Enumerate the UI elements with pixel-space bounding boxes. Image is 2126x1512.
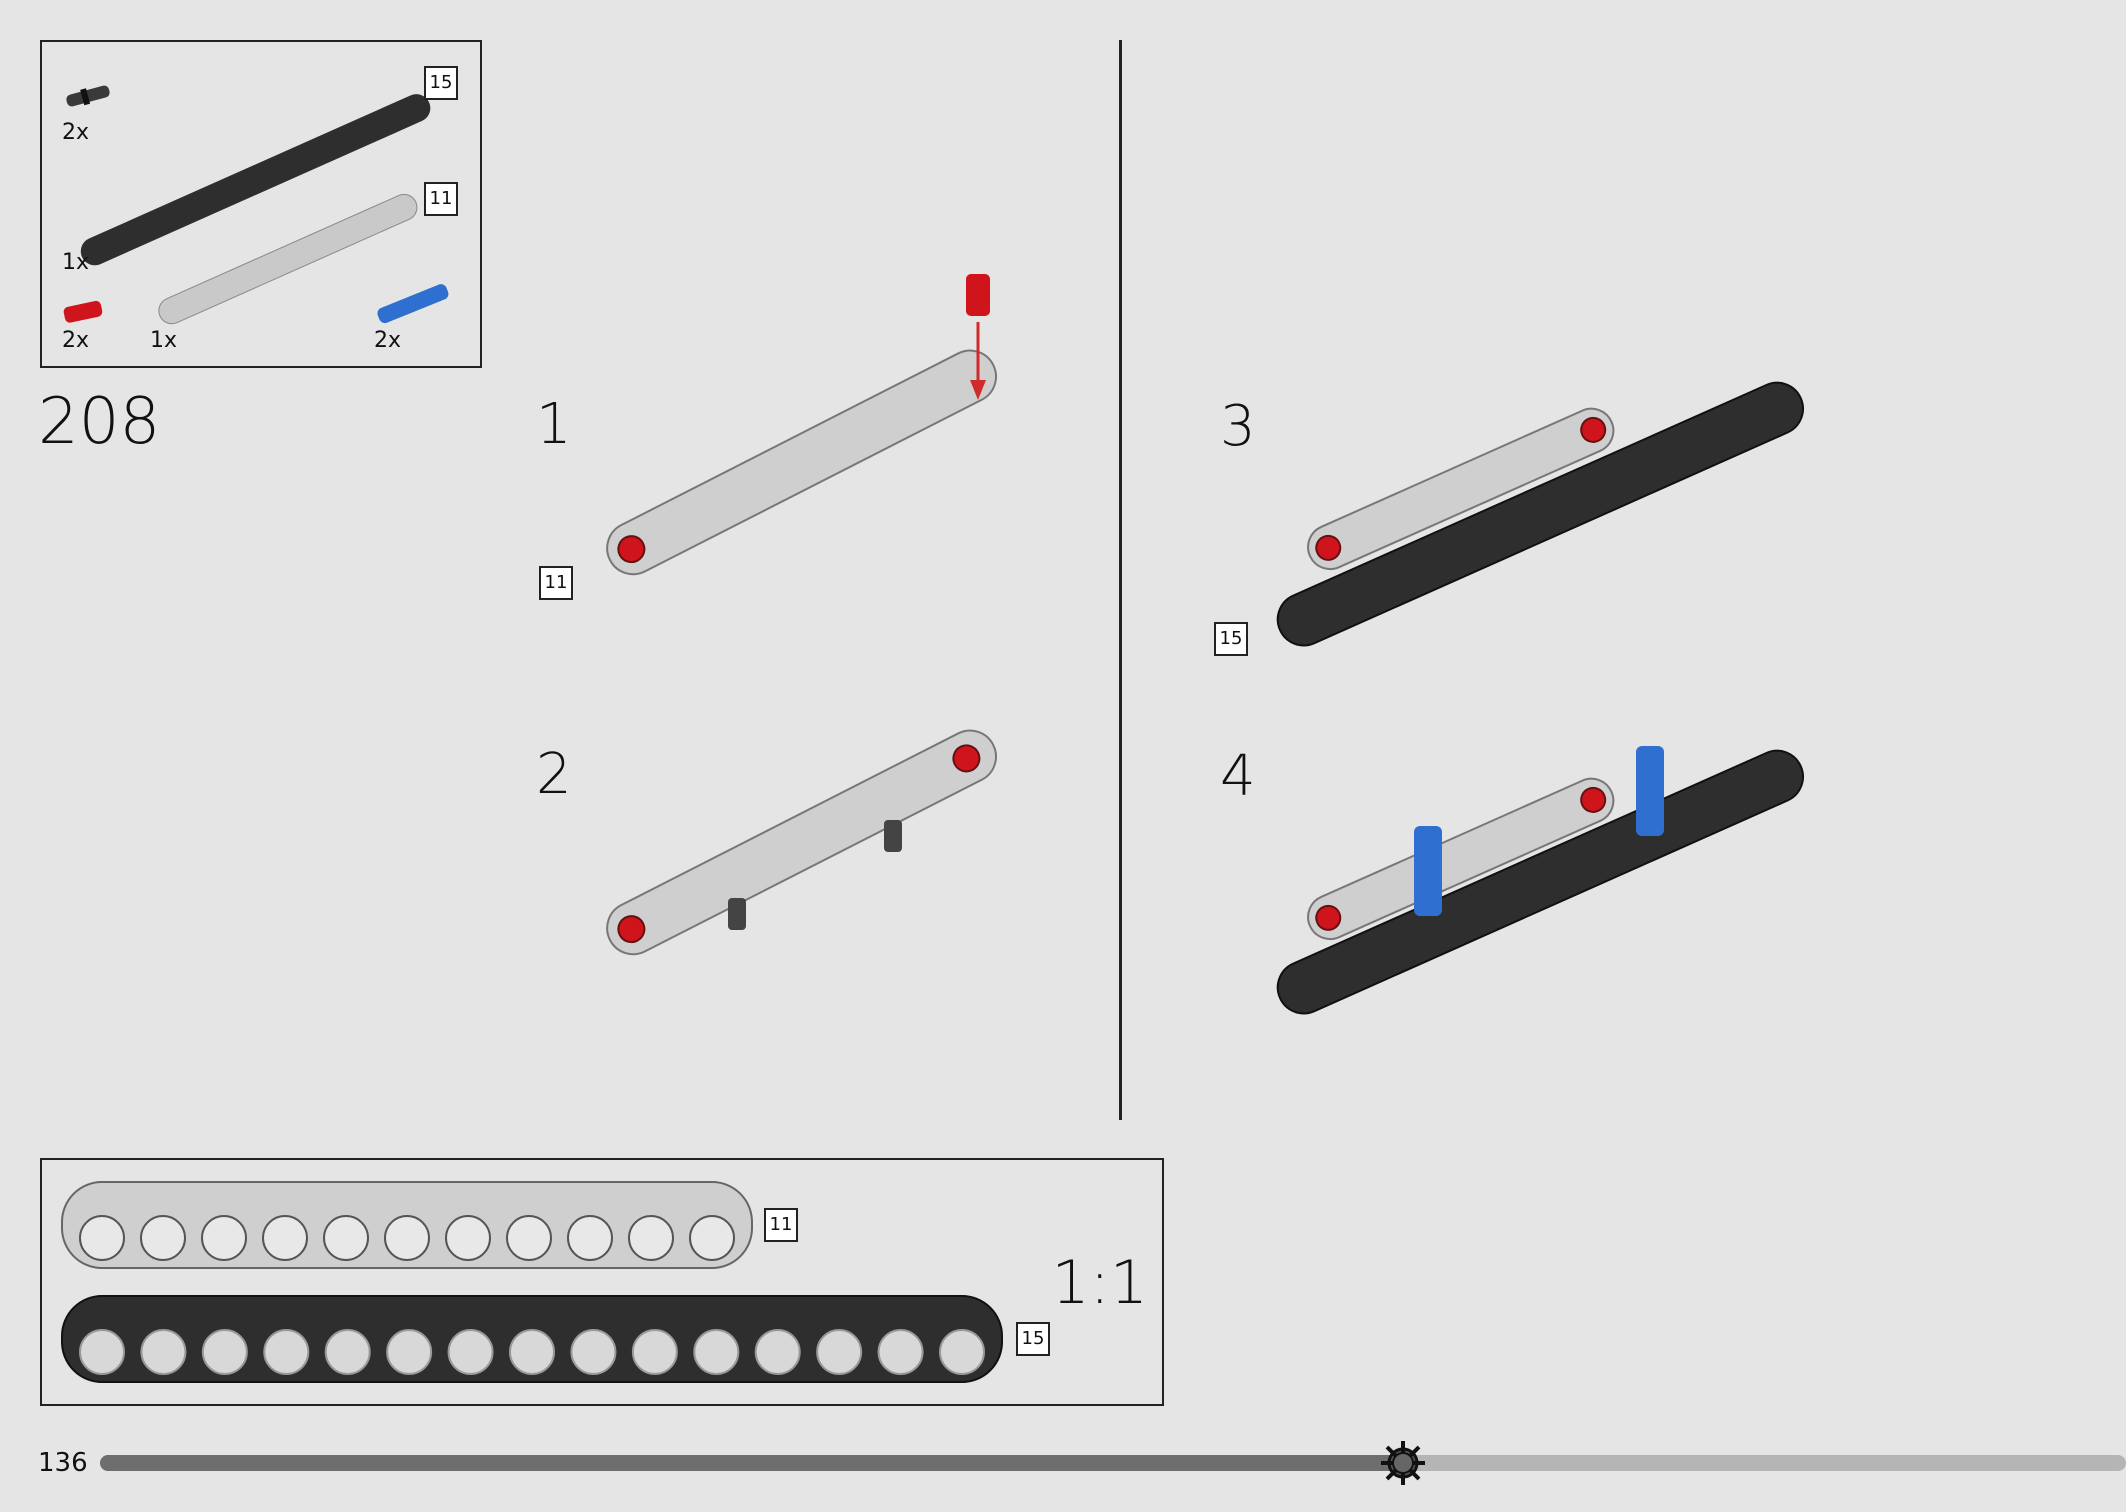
substep-1-illustration	[606, 274, 997, 576]
part-qty: 2x	[62, 120, 90, 145]
beam-hole	[140, 1215, 186, 1261]
step-number: 208	[38, 385, 161, 459]
part-qty: 2x	[62, 328, 90, 353]
gear-icon	[1381, 1441, 1425, 1485]
beam-hole	[567, 1215, 613, 1261]
beam-hole	[323, 1215, 369, 1261]
beam-hole	[693, 1329, 740, 1375]
beam-hole	[324, 1329, 371, 1375]
progress-bar-fill	[100, 1455, 1403, 1471]
beam-11-scale	[61, 1181, 753, 1269]
beam-11-light-icon	[158, 193, 418, 325]
substep-1-label: 1	[536, 392, 572, 457]
beam-hole	[262, 1215, 308, 1261]
substep-1-tag: 11	[539, 566, 573, 600]
beam-15-dark-icon	[80, 94, 431, 266]
scale-tag-15: 15	[1016, 1322, 1050, 1356]
substep-4-illustration	[1276, 746, 1804, 1015]
beam-15-scale	[61, 1295, 1003, 1383]
black-pin-icon	[66, 85, 110, 107]
substep-3-label: 3	[1220, 394, 1256, 459]
beam-hole	[754, 1329, 801, 1375]
scale-label: 1:1	[1051, 1248, 1148, 1318]
beam-hole	[263, 1329, 310, 1375]
beam-hole	[201, 1215, 247, 1261]
substep-3-tag: 15	[1214, 622, 1248, 656]
beam-hole	[628, 1215, 674, 1261]
substep-4-label: 4	[1220, 744, 1256, 809]
column-divider	[1119, 40, 1122, 1120]
parts-list-box: 2x 15 1x 11 1x 2x 2x	[40, 40, 482, 368]
substep-2-label: 2	[536, 742, 572, 807]
page-number: 136	[38, 1448, 88, 1478]
red-axle-pin-icon	[63, 300, 103, 323]
beam-hole	[939, 1329, 985, 1375]
beam-hole	[816, 1329, 863, 1375]
scale-box: 11 15 1:1	[40, 1158, 1164, 1406]
beam-hole	[384, 1215, 430, 1261]
beam-hole	[79, 1329, 125, 1375]
beam-hole	[506, 1215, 552, 1261]
substep-2-illustration	[606, 729, 997, 956]
beam-hole	[386, 1329, 433, 1375]
beam-hole	[877, 1329, 924, 1375]
beam-hole	[570, 1329, 617, 1375]
beam-hole	[689, 1215, 735, 1261]
part-tag: 11	[424, 182, 458, 216]
beam-hole	[201, 1329, 248, 1375]
beam-hole	[140, 1329, 187, 1375]
beam-hole	[631, 1329, 678, 1375]
part-qty: 2x	[374, 328, 402, 353]
blue-axle-pin-icon	[377, 284, 449, 324]
part-qty: 1x	[62, 250, 90, 275]
beam-hole	[79, 1215, 125, 1261]
beam-hole	[445, 1215, 491, 1261]
beam-hole	[509, 1329, 555, 1375]
beam-hole	[447, 1329, 494, 1375]
part-qty: 1x	[150, 328, 178, 353]
scale-tag-11: 11	[764, 1208, 798, 1242]
substep-3-illustration	[1276, 381, 1804, 647]
part-tag: 15	[424, 66, 458, 100]
